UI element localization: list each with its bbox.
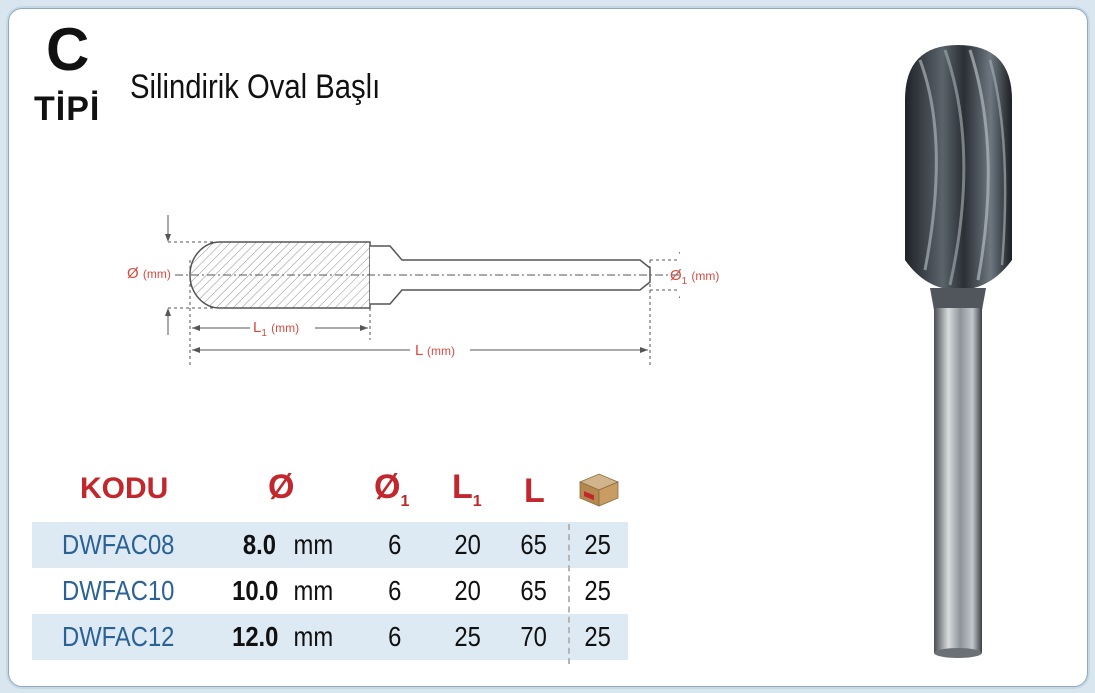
diameter-label: Ø (mm) — [127, 265, 171, 282]
header-code: KODU — [80, 472, 169, 505]
product-table: DWFAC08 8.0 mm 6 20 65 25 DWFAC10 10.0 m… — [32, 522, 628, 660]
table-header: KODU Ø Ø1 L1 L — [0, 468, 700, 512]
page-title: Silindirik Oval Başlı — [130, 68, 381, 106]
unit-cell: mm — [293, 575, 334, 606]
table-row: DWFAC10 10.0 mm 6 20 65 25 — [32, 568, 628, 614]
total-length-cell: 65 — [520, 575, 547, 606]
technical-drawing — [165, 215, 680, 365]
type-letter: C — [46, 16, 90, 83]
shank-cell: 6 — [388, 529, 402, 560]
pack-cell: 25 — [584, 529, 611, 560]
head-length-label: L1 (mm) — [253, 319, 300, 339]
burr-tool-image — [905, 45, 1012, 658]
header-diameter: Ø — [268, 468, 295, 506]
code-cell: DWFAC08 — [62, 529, 175, 560]
code-cell: DWFAC10 — [62, 575, 175, 606]
shank-cell: 6 — [388, 621, 402, 652]
code-cell: DWFAC12 — [62, 621, 175, 652]
diameter-cell: 8.0 — [242, 529, 277, 560]
head-length-cell: 20 — [454, 529, 481, 560]
pack-column-divider — [568, 524, 570, 664]
shank-diameter-label: Ø1 (mm) — [670, 267, 720, 287]
table-row: DWFAC12 12.0 mm 6 25 70 25 — [32, 614, 628, 660]
header-total-length: L — [524, 472, 545, 510]
total-length-label: L (mm) — [415, 342, 455, 359]
head-length-cell: 25 — [454, 621, 481, 652]
header-shank: Ø1 — [374, 468, 410, 510]
total-length-cell: 70 — [520, 621, 547, 652]
table-row: DWFAC08 8.0 mm 6 20 65 25 — [32, 522, 628, 568]
pack-cell: 25 — [584, 621, 611, 652]
diameter-cell: 10.0 — [232, 575, 279, 606]
total-length-cell: 65 — [520, 529, 547, 560]
unit-cell: mm — [293, 529, 334, 560]
head-length-cell: 20 — [454, 575, 481, 606]
shank-cell: 6 — [388, 575, 402, 606]
header-head-length: L1 — [452, 468, 482, 510]
box-icon — [578, 473, 620, 507]
type-word: TİPİ — [34, 90, 101, 128]
diameter-cell: 12.0 — [232, 621, 279, 652]
pack-cell: 25 — [584, 575, 611, 606]
unit-cell: mm — [293, 621, 334, 652]
